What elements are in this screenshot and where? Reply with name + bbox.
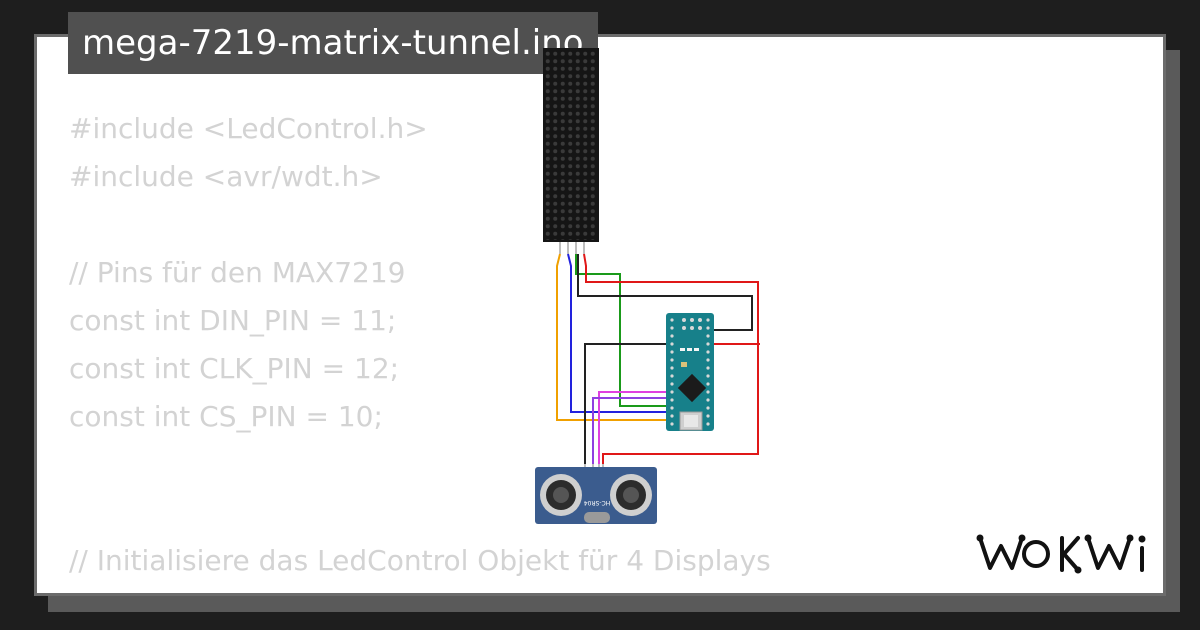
wire-black-top [577,254,753,331]
wire-purple [592,397,668,464]
ultrasonic-sensor: HC-SR04 [535,464,657,524]
code-line: // Initialisiere das LedControl Objekt f… [69,544,771,577]
code-line: #include <avr/wdt.h> [69,160,383,193]
code-line: LedControl lc = LedControl(DIN_PIN, CLK_… [69,585,1163,593]
code-line: const int CLK_PIN = 12; [69,352,400,385]
wokwi-logo [976,534,1146,574]
wire-black-sensor [584,343,668,464]
wire-orange [556,253,668,421]
wire-red-matrix [583,253,759,464]
code-line: // Pins für den MAX7219 [69,256,406,289]
code-listing: #include <LedControl.h> #include <avr/wdt… [69,105,1163,593]
wire-magenta [598,391,668,464]
led-matrix-pins [559,242,585,254]
wires [556,253,760,464]
led-matrix-module [543,48,599,242]
arduino-nano-board [666,313,714,431]
code-line: const int DIN_PIN = 11; [69,304,397,337]
code-line: const int CS_PIN = 10; [69,400,383,433]
code-line: #include <LedControl.h> [69,112,428,145]
code-preview-card: #include <LedControl.h> #include <avr/wdt… [34,34,1166,596]
sensor-label: HC-SR04 [584,499,611,506]
wire-blue [567,253,668,413]
project-title: mega-7219-matrix-tunnel.ino [68,12,598,74]
wire-green [575,254,668,407]
